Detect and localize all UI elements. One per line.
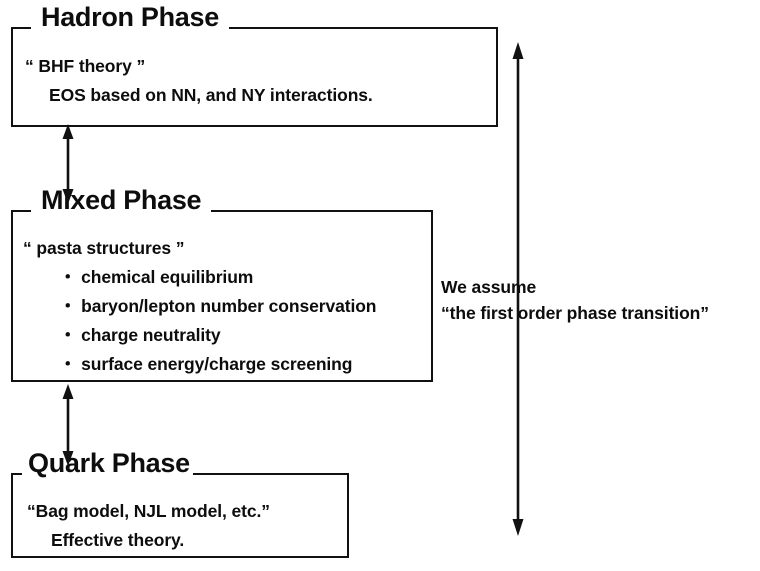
mixed-line-pasta: “ pasta structures ” bbox=[23, 238, 185, 258]
mixed-bullet-number-conservation: ・ baryon/lepton number conservation bbox=[59, 296, 377, 316]
double-arrow-icon-phase-transition bbox=[512, 42, 524, 536]
hadron-line-theory: “ BHF theory ” bbox=[25, 56, 146, 76]
mixed-bullet-surface-energy: ・ surface energy/charge screening bbox=[59, 354, 353, 374]
double-arrow-icon-hadron-mixed bbox=[62, 124, 74, 204]
quark-phase-body: “Bag model, NJL model, etc.” Effective t… bbox=[13, 497, 347, 555]
hadron-phase-title: Hadron Phase bbox=[31, 4, 229, 32]
annotation-line-1: We assume bbox=[441, 277, 537, 297]
mixed-phase-body: “ pasta structures ” ・ chemical equilibr… bbox=[13, 234, 431, 379]
hadron-line-eos: EOS based on NN, and NY interactions. bbox=[49, 85, 373, 105]
hadron-phase-body: “ BHF theory ” EOS based on NN, and NY i… bbox=[13, 52, 496, 110]
annotation-line-2: “the first order phase transition” bbox=[441, 303, 709, 323]
quark-line-effective-theory: Effective theory. bbox=[51, 530, 185, 550]
double-arrow-icon-mixed-quark bbox=[62, 384, 74, 466]
mixed-bullet-chemical-equilibrium: ・ chemical equilibrium bbox=[59, 267, 254, 287]
quark-phase-title: Quark Phase bbox=[22, 450, 193, 478]
quark-line-models: “Bag model, NJL model, etc.” bbox=[27, 501, 270, 521]
mixed-bullet-charge-neutrality: ・ charge neutrality bbox=[59, 325, 221, 345]
hadron-phase-box: Hadron Phase “ BHF theory ” EOS based on… bbox=[11, 4, 498, 127]
quark-phase-box: Quark Phase “Bag model, NJL model, etc.”… bbox=[11, 450, 349, 558]
mixed-phase-box: Mixed Phase “ pasta structures ” ・ chemi… bbox=[11, 187, 433, 382]
phase-transition-annotation: We assume “the first order phase transit… bbox=[441, 274, 709, 326]
